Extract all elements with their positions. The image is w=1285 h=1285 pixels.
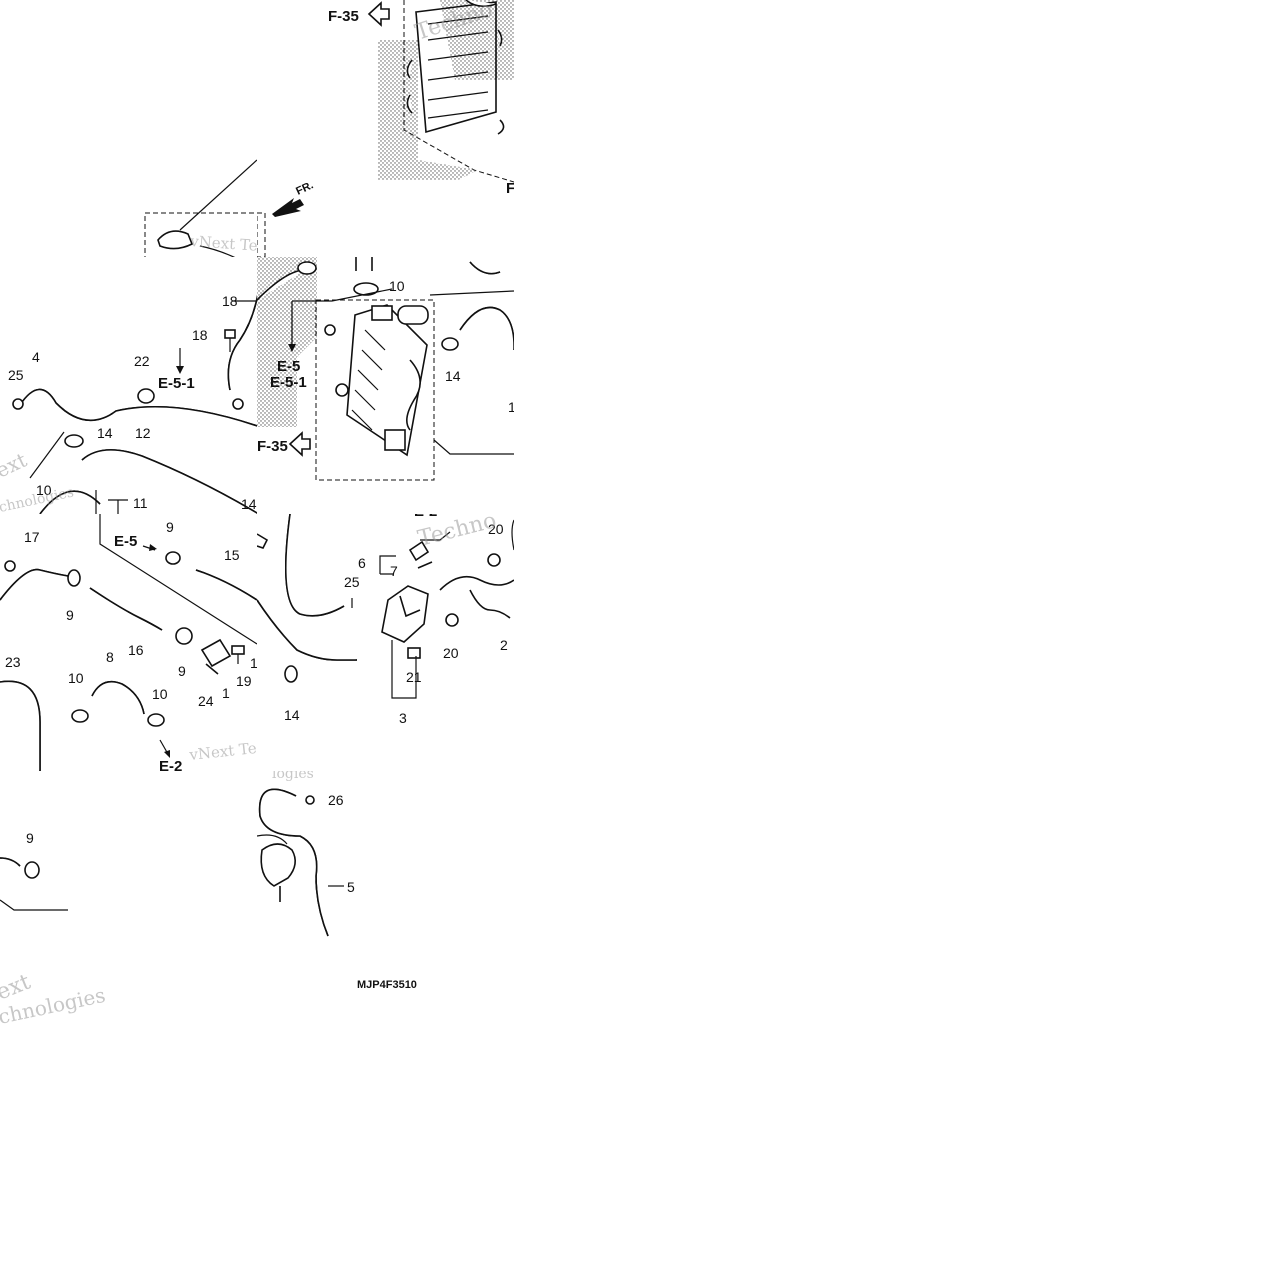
bolt-20 [445,613,459,627]
tile-top-middle: F-35 F FR. Techno [257,0,515,257]
label-10-center: 10 [389,278,405,294]
watermark: logies [272,766,314,782]
clamp-9-left [67,569,81,587]
label-14-lower: 14 [284,707,300,723]
bracket-1 [200,638,232,668]
clamp-10 [353,282,379,296]
label-23: 23 [5,654,21,670]
front-direction-arrow-icon [272,198,304,217]
radiator-shroud-dashed [315,299,435,481]
callout-e5-lower[interactable]: E-5 [114,533,137,550]
arrow-left-icon [288,431,311,457]
label-20-upper: 20 [488,521,504,537]
label-9-bottom: 9 [26,830,34,846]
oring-18 [232,398,244,410]
tile-middle-left: 4 25 22 18 18 E-5-1 14 12 10 11 14 ext c… [0,291,257,514]
label-9-middle: 9 [178,663,186,679]
label-20: 20 [443,645,459,661]
label-17: 17 [24,529,40,545]
clamp-14 [64,434,84,448]
clamp-25 [12,398,24,410]
clamp-14-center [441,337,459,351]
label-1-cut: 1 [508,399,516,415]
callout-f35-top[interactable]: F-35 [328,8,359,25]
clamp-9-middle [175,627,193,645]
bolt-20-upper [487,553,501,567]
callout-f35-mid[interactable]: F-35 [257,438,288,455]
label-5: 5 [347,879,355,895]
clip-26 [305,795,315,805]
label-9-upper: 9 [166,519,174,535]
label-14: 14 [97,425,113,441]
label-1: 1 [222,685,230,701]
callout-e2-lower[interactable]: E-2 [159,758,182,775]
catalog-code: MJP4F3510 [357,979,417,991]
clamp-9-bottom [24,861,40,879]
label-22: 22 [134,353,150,369]
bolt-18 [224,329,236,339]
label-3: 3 [399,710,407,726]
reservoir-part [260,843,296,887]
label-14-center: 14 [445,368,461,384]
grommet-22 [137,388,155,404]
label-21: 21 [406,669,422,685]
label-18-upper: 18 [222,293,238,309]
clip-7 [417,561,433,569]
front-marker: FR. [294,179,315,197]
callout-e2-cut[interactable]: E-2 [414,503,437,520]
tile-center: 10 14 1 E-5 E-5-1 F-35 [257,257,516,481]
label-16: 16 [128,642,144,658]
label-25-center: 25 [344,574,360,590]
callout-f-edge[interactable]: F [506,180,515,197]
nut-21 [407,647,421,659]
wire-harness-2 [439,575,514,591]
tile-lower-center: 6 7 25 20 20 2 21 3 14 E-2 Techno [257,503,514,726]
label-12: 12 [135,425,151,441]
watermark: vNext Tec [189,232,267,255]
label-7: 7 [390,563,398,579]
watermark: ext [0,448,30,483]
label-11: 11 [133,495,148,511]
bolt-19 [231,645,245,655]
label-10-right: 10 [152,686,168,702]
label-15: 15 [224,547,240,563]
arrow-left-icon [367,1,390,27]
label-18-lower: 18 [192,327,208,343]
label-14-edge: 14 [241,496,257,512]
label-10-left: 10 [68,670,84,686]
tile-lower-left: 17 9 9 15 E-5 16 9 23 8 10 10 24 1 19 13… [0,514,266,775]
tile-bottom-left: 9 ext chnologies [0,830,107,1028]
tile-bottom-center: 26 5 MJP4F3510 logies [257,766,417,991]
label-19: 19 [236,673,252,689]
bolt-corner [4,560,16,572]
label-13: 13 [250,655,266,671]
radiator-core-part [415,1,497,134]
clamp-9-upper [165,551,181,565]
label-10: 10 [36,482,52,498]
label-25: 25 [8,367,24,383]
label-4: 4 [32,349,40,365]
callout-e5-mid[interactable]: E-5 [277,358,300,375]
tile-top-left: vNext Tec [144,159,267,257]
callout-e51-mid[interactable]: E-5-1 [270,374,307,391]
cap-6 [408,540,430,562]
radiator-cap-part [157,230,194,250]
label-2: 2 [500,637,508,653]
callout-e51-left[interactable]: E-5-1 [158,375,195,392]
label-6: 6 [358,555,366,571]
label-8: 8 [106,649,114,665]
watermark: vNext Te [188,739,258,764]
label-26: 26 [328,792,344,808]
label-24: 24 [198,693,214,709]
label-9-left: 9 [66,607,74,623]
